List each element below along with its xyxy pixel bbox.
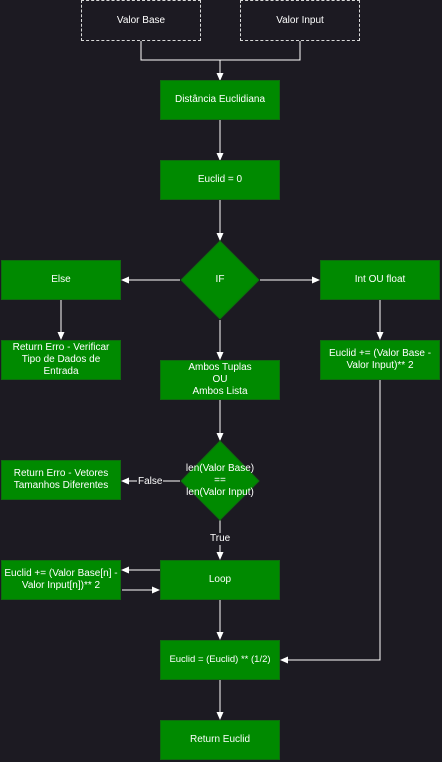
node-both-tuples-or-lists: Ambos Tuplas OU Ambos Lista xyxy=(160,360,280,400)
node-return-euclid: Return Euclid xyxy=(160,720,280,760)
false-edge-label: False xyxy=(137,476,164,488)
input-valor-base: Valor Base xyxy=(81,0,201,41)
if-diamond xyxy=(180,240,260,320)
node-euclidean-distance: Distância Euclidiana xyxy=(160,80,280,120)
node-loop: Loop xyxy=(160,560,280,600)
node-int-or-float: Int OU float xyxy=(320,260,440,300)
true-edge-label: True xyxy=(209,533,232,545)
node-vector-update: Euclid += (Valor Base[n] - Valor Input[n… xyxy=(1,560,121,600)
len-decision-label: len(Valor Base) == len(Valor Input) xyxy=(185,463,255,498)
input-valor-input: Valor Input xyxy=(240,0,360,41)
node-scalar-update: Euclid += (Valor Base - Valor Input)** 2 xyxy=(320,340,440,380)
edge-base-to-merge xyxy=(140,41,220,61)
edge-input-to-merge xyxy=(220,41,301,61)
len-diamond xyxy=(180,440,260,521)
node-euclid-init: Euclid = 0 xyxy=(160,160,280,200)
edge-scalar-to-sqrt xyxy=(280,380,381,664)
if-decision-label: IF xyxy=(215,274,225,285)
node-return-error-type: Return Erro - Verificar Tipo de Dados de… xyxy=(1,340,121,380)
node-return-error-size: Return Erro - Vetores Tamanhos Diferente… xyxy=(1,460,121,500)
node-euclid-sqrt: Euclid = (Euclid) ** (1/2) xyxy=(160,640,280,680)
node-else: Else xyxy=(1,260,121,300)
